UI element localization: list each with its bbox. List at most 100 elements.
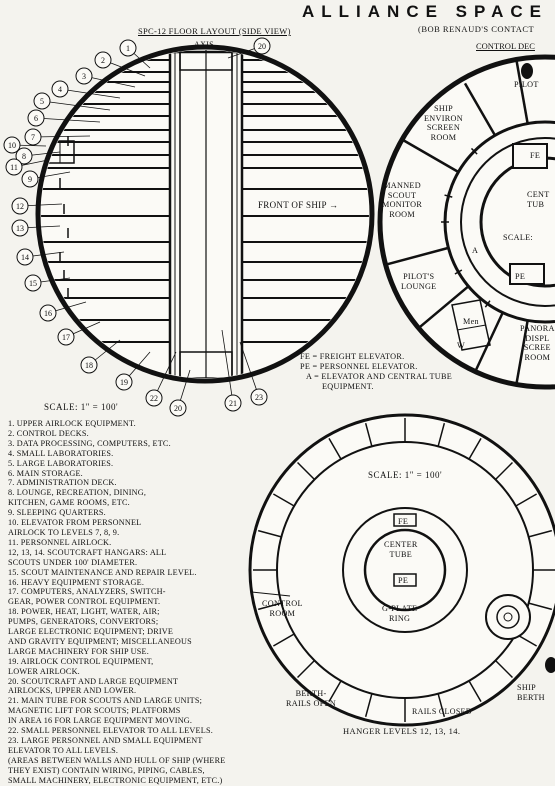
- control-fe-label: FE: [530, 151, 541, 160]
- callout-circle: [3, 136, 21, 154]
- control-wall: [386, 246, 449, 266]
- legend-item: IN AREA 16 FOR LARGE EQUIPMENT MOVING.: [8, 716, 193, 726]
- legend-item: 3. DATA PROCESSING, COMPUTERS, ETC.: [8, 438, 171, 448]
- legend-item: SMALL MACHINERY, ELECTRONIC EQUIPMENT, E…: [8, 775, 223, 785]
- legend-item: 12, 13, 14. SCOUTCRAFT HANGARS: ALL: [8, 547, 167, 557]
- berth-rail: [328, 437, 342, 460]
- legend-item: 9. SLEEPING QUARTERS.: [8, 508, 106, 518]
- control-wall: [402, 138, 460, 174]
- mens-room-label: Men: [463, 317, 479, 326]
- legend-item: 17. COMPUTERS, ANALYZERS, SWITCH-: [8, 587, 166, 597]
- berth-rails-open-label: BERTH- RAILS OPEN: [286, 689, 337, 708]
- callout-number: 11: [10, 163, 18, 172]
- key-fe: FE = FREIGHT ELEVATOR.: [300, 352, 405, 361]
- callout-circle: [80, 356, 98, 374]
- callout-number: 3: [82, 72, 86, 81]
- callout-circle: [119, 39, 137, 57]
- berth-rail: [494, 461, 514, 481]
- callout-circle: [5, 158, 23, 176]
- berth-rail: [494, 659, 514, 679]
- control-center-tube-label: CENT TUB: [527, 190, 550, 209]
- pilot-seat: [521, 63, 533, 79]
- control-room-leader: [251, 591, 291, 597]
- ship-berth-label: SHIP BERTH: [517, 683, 545, 702]
- control-a-label: A: [472, 246, 479, 255]
- callout-circle: [145, 389, 163, 407]
- pilots-lounge-label: PILOT'S LOUNGE: [401, 272, 437, 291]
- callout-number: 4: [58, 85, 62, 94]
- legend-item: 6. MAIN STORAGE.: [8, 468, 83, 478]
- callout-number: 10: [8, 141, 16, 150]
- legend-item: AND GRAVITY EQUIPMENT; MISCELLANEOUS: [8, 636, 192, 646]
- callout-circle: [24, 128, 42, 146]
- side-view-title: SPC-12 FLOOR LAYOUT (SIDE VIEW): [138, 26, 291, 36]
- rails-closed-label: RAILS CLOSED: [412, 707, 472, 716]
- callout-number: 5: [40, 97, 44, 106]
- callout-number: 19: [120, 378, 128, 387]
- berth-rail: [437, 422, 446, 447]
- control-deck-title: CONTROL DEC: [476, 41, 535, 51]
- legend-item: LARGE ELECTRONIC EQUIPMENT; DRIVE: [8, 627, 174, 637]
- legend-item: 15. SCOUT MAINTENANCE AND REPAIR LEVEL.: [8, 567, 197, 577]
- legend-item: MAGNETIC LIFT FOR SCOUTS; PLATFORMS: [8, 706, 181, 716]
- legend-item: AIRLOCKS, UPPER AND LOWER.: [8, 686, 137, 696]
- elevator-key: FE = FREIGHT ELEVATOR. PE = PERSONNEL EL…: [300, 352, 452, 392]
- callout-leader: [32, 135, 91, 138]
- berth-rail: [364, 693, 373, 718]
- callout-circle: [21, 170, 39, 188]
- berth-rail: [272, 633, 295, 647]
- control-wall: [515, 320, 529, 384]
- berth-rail: [515, 493, 538, 507]
- control-freight-elevator: [512, 143, 548, 169]
- berth-rail: [528, 602, 553, 611]
- callout-number: 9: [28, 175, 32, 184]
- callout-circle: [39, 304, 57, 322]
- berth-rail: [296, 659, 316, 679]
- legend-item: 5. LARGE LABORATORIES.: [8, 458, 114, 468]
- callout-number: 6: [34, 114, 38, 123]
- hangar-scale: SCALE: 1" = 100': [368, 470, 443, 480]
- front-of-ship-label: FRONT OF SHIP →: [258, 200, 339, 210]
- callout-circle: [115, 373, 133, 391]
- hangar-diagram: [248, 413, 555, 727]
- legend-item: LOWER AIRLOCK.: [8, 666, 80, 676]
- control-wall: [515, 60, 529, 124]
- callout-number: 13: [16, 224, 24, 233]
- callout-circle: [57, 328, 75, 346]
- panorama-room-label: PANORA DISPL SCREE ROOM: [520, 324, 555, 362]
- legend-item: ELEVATOR TO ALL LEVELS.: [8, 745, 119, 755]
- callout-leader: [221, 329, 234, 404]
- callout-leader: [83, 75, 136, 88]
- lower-airlock: [179, 351, 233, 378]
- key-a-cont: EQUIPMENT.: [322, 382, 374, 391]
- callout-circle: [94, 51, 112, 69]
- legend-item: 8. LOUNGE, RECREATION, DINING,: [8, 488, 147, 498]
- control-door: [470, 147, 478, 155]
- legend-item: (AREAS BETWEEN WALLS AND HULL OF SHIP (W…: [8, 755, 226, 765]
- berth-marker: [545, 657, 555, 673]
- legend-item: GEAR, POWER CONTROL EQUIPMENT.: [8, 597, 161, 607]
- legend-item: 7. ADMINISTRATION DECK.: [8, 478, 117, 488]
- callout-circle: [75, 67, 93, 85]
- control-personnel-elevator: [509, 263, 545, 285]
- hangar-center-tube: [363, 528, 447, 612]
- callout-circle: [15, 147, 33, 165]
- legend-item: LARGE MACHINERY FOR SHIP USE.: [8, 646, 149, 656]
- hangar-pe-label: PE: [398, 576, 409, 585]
- ship-berth: [485, 594, 531, 640]
- side-view-scale: SCALE: 1" = 100': [44, 402, 119, 412]
- callout-circle: [250, 388, 268, 406]
- control-corridor-ring: [460, 137, 555, 307]
- callout-number: 20: [174, 404, 182, 413]
- berth-rail: [296, 461, 316, 481]
- legend-item: 11. PERSONNEL AIRLOCK.: [8, 537, 112, 547]
- control-wall: [418, 285, 470, 329]
- page-title: ALLIANCE SPACE: [302, 2, 548, 21]
- control-deck-diagram: [377, 54, 555, 390]
- callout-circle: [24, 274, 42, 292]
- legend-item: 21. MAIN TUBE FOR SCOUTS AND LARGE UNITS…: [8, 696, 203, 706]
- callout-number: 20: [258, 42, 266, 51]
- berth-rail: [364, 422, 373, 447]
- control-pe-label: PE: [515, 272, 526, 281]
